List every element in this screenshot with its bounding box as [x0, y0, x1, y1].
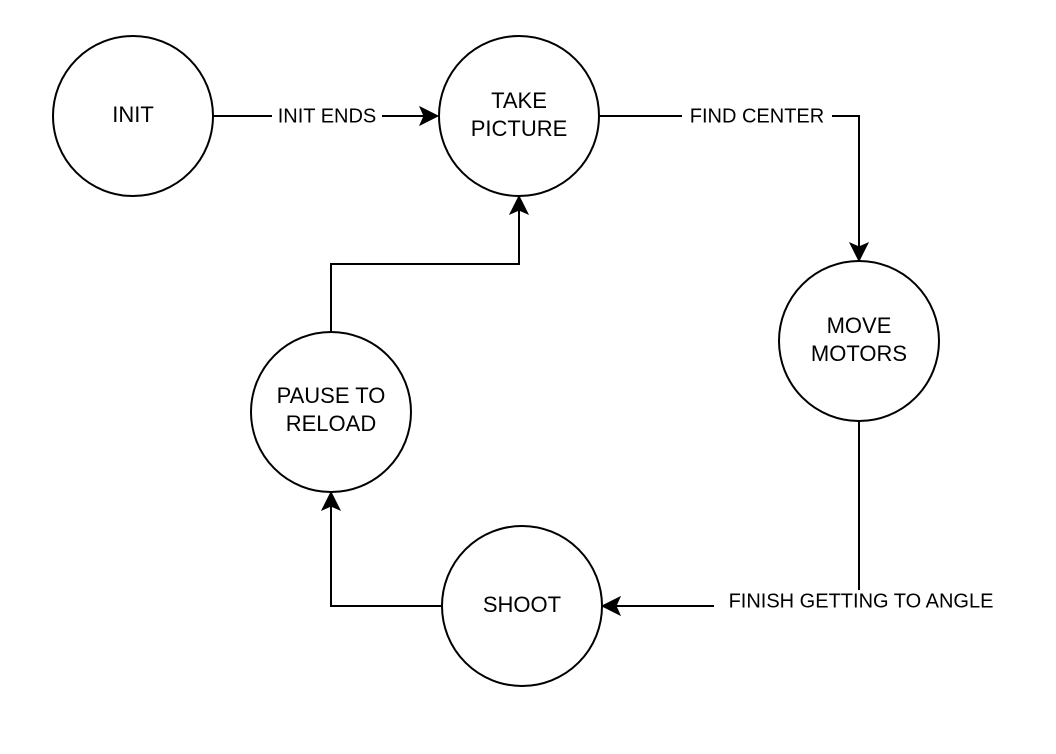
state-node-pause-to-reload: PAUSE TO RELOAD [250, 331, 412, 493]
node-circle [441, 525, 603, 687]
state-node-move-motors: MOVE MOTORS [778, 260, 940, 422]
arrowhead [600, 595, 622, 617]
node-label: INIT [112, 102, 154, 127]
node-label-line-2: PICTURE [471, 116, 568, 141]
arrowhead [508, 194, 530, 216]
edge-line [612, 422, 860, 607]
edge-label-find-center: FIND CENTER [690, 105, 824, 127]
edge-line [330, 206, 520, 332]
node-label-line-1: MOVE [827, 313, 892, 338]
arrowhead [418, 105, 440, 127]
state-node-take-picture: TAKE PICTURE [438, 35, 600, 197]
arrowhead [848, 241, 870, 263]
edge-take-picture-to-move-motors: FIND CENTER [600, 104, 870, 263]
node-label: SHOOT [483, 592, 561, 617]
edge-pause-to-reload-to-take-picture [330, 194, 530, 332]
node-circle [778, 260, 940, 422]
node-circle [52, 35, 214, 197]
node-label-line-2: RELOAD [286, 411, 376, 436]
state-node-shoot: SHOOT [441, 525, 603, 687]
node-label-line-1: TAKE [491, 88, 547, 113]
arrowhead [320, 490, 342, 512]
node-circle [438, 35, 600, 197]
edge-shoot-to-pause-to-reload [320, 490, 443, 607]
edge-label-init-ends: INIT ENDS [278, 105, 377, 127]
state-node-init: INIT [52, 35, 214, 197]
edge-label-background [714, 590, 1008, 614]
edge-move-motors-to-shoot: FINISH GETTING TO ANGLE [600, 422, 1008, 617]
node-label-line-1: PAUSE TO [277, 383, 386, 408]
edge-line [600, 115, 860, 251]
edge-label-background [272, 104, 382, 128]
edge-line [330, 502, 443, 607]
node-label-line-2: MOTORS [811, 341, 907, 366]
edge-label-finish-getting-to-angle: FINISH GETTING TO ANGLE [729, 590, 994, 612]
edge-label-background [682, 104, 832, 128]
edge-init-to-take-picture: INIT ENDS [213, 104, 440, 128]
node-circle [250, 331, 412, 493]
